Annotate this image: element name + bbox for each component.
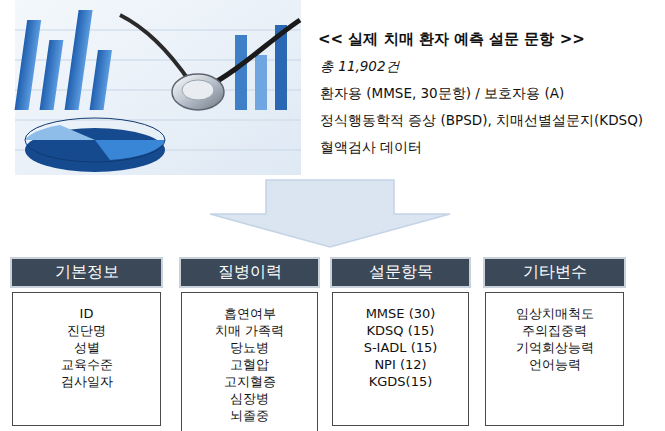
info-text: 혈액검사 데이터 xyxy=(320,139,422,157)
list-item: 진단명 xyxy=(17,322,156,339)
list-item: MMSE (30) xyxy=(337,305,464,322)
info-text: 총 11,902건 xyxy=(320,58,400,76)
header-text: 기타변수 xyxy=(523,262,587,283)
stethoscope-photo xyxy=(15,0,301,175)
category-header: 기타변수 xyxy=(483,257,626,288)
list-item: 고혈압 xyxy=(186,356,313,373)
category-header: 기본정보 xyxy=(10,257,163,288)
list-item: KDSQ (15) xyxy=(337,322,464,339)
info-text: 정식행동학적 증상 (BPSD), 치매선별설문지(KDSQ) xyxy=(320,112,643,130)
list-item: 언어능력 xyxy=(490,356,619,373)
list-item: S-IADL (15) xyxy=(337,339,464,356)
list-item: 교육수준 xyxy=(17,356,156,373)
list-item: 기억회상능력 xyxy=(490,339,619,356)
list-item: NPI (12) xyxy=(337,356,464,373)
list-item: 치매 가족력 xyxy=(186,322,313,339)
list-item: 주의집중력 xyxy=(490,322,619,339)
list-item: 검사일자 xyxy=(17,373,156,390)
list-item: 당뇨병 xyxy=(186,339,313,356)
category-header: 질병이력 xyxy=(179,257,320,288)
list-item: 성별 xyxy=(17,339,156,356)
heading-text: << 실제 치매 환자 예측 설문 문항 >> xyxy=(318,30,585,49)
item-list-box: ID진단명성별교육수준검사일자 xyxy=(12,292,161,426)
item-list-box: 임상치매척도주의집중력기억회상능력언어능력 xyxy=(485,292,624,426)
list-item: 임상치매척도 xyxy=(490,305,619,322)
category-header: 설문항목 xyxy=(330,257,471,288)
list-item: 흡연여부 xyxy=(186,305,313,322)
list-item: ID xyxy=(17,305,156,322)
info-text: 환자용 (MMSE, 30문항) / 보호자용 (A) xyxy=(320,85,564,103)
item-list-box: 흡연여부치매 가족력당뇨병고혈압고지혈증심장병뇌졸중 xyxy=(181,292,318,431)
header-text: 질병이력 xyxy=(218,262,282,283)
list-item: KGDS(15) xyxy=(337,373,464,390)
list-item: 심장병 xyxy=(186,390,313,407)
list-item: 고지혈증 xyxy=(186,373,313,390)
down-arrow xyxy=(210,180,450,247)
header-text: 기본정보 xyxy=(55,262,119,283)
header-text: 설문항목 xyxy=(369,262,433,283)
list-item: 뇌졸중 xyxy=(186,407,313,424)
item-list-box: MMSE (30)KDSQ (15)S-IADL (15)NPI (12)KGD… xyxy=(332,292,469,426)
